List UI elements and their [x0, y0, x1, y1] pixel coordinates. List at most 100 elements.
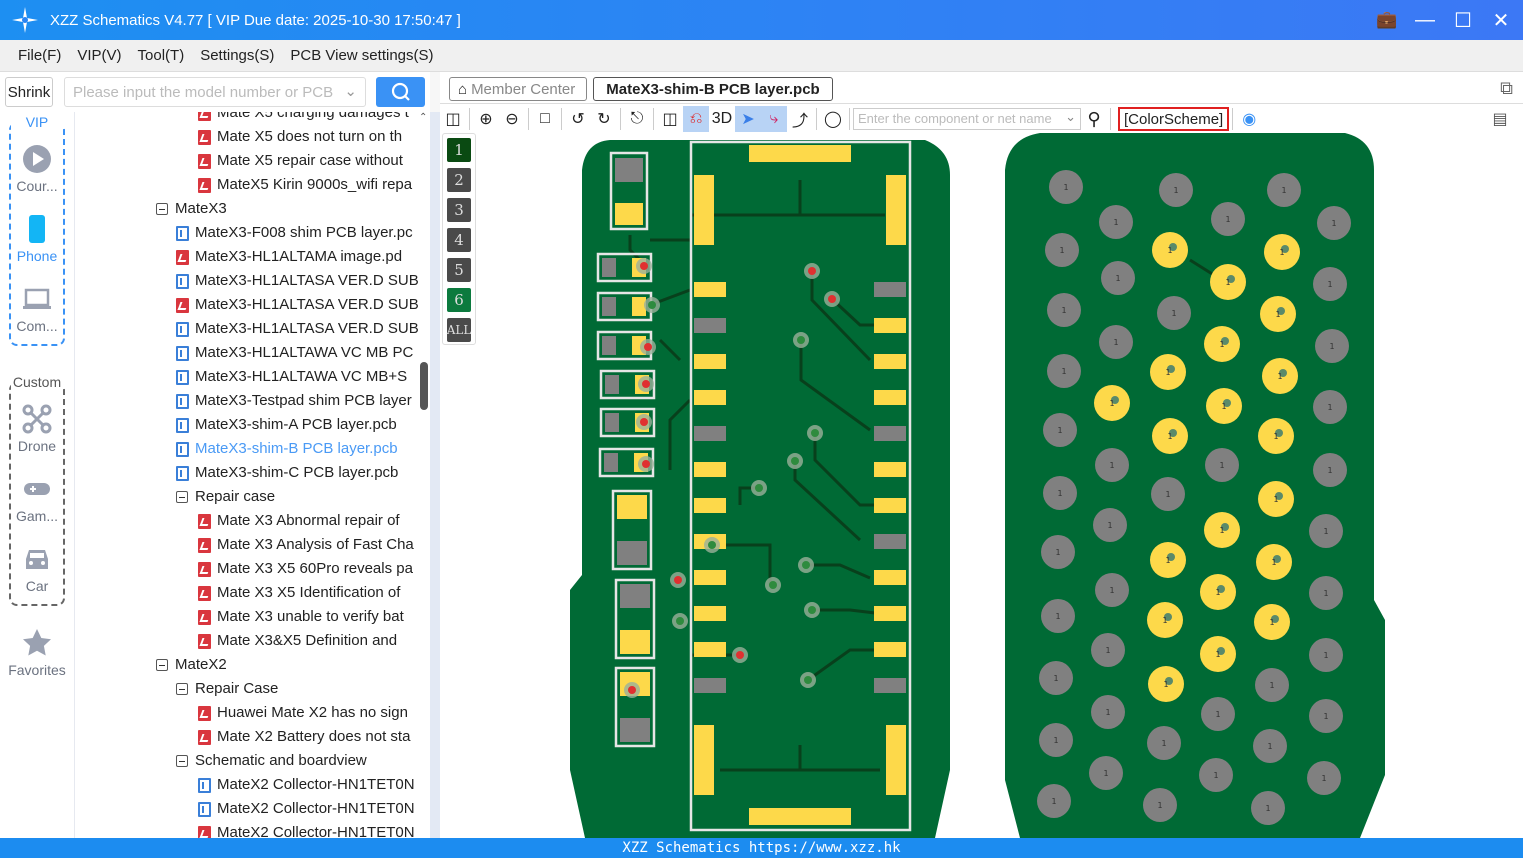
- tree-file[interactable]: MateX3-HL1ALTASA VER.D SUB: [176, 317, 419, 341]
- tree-item-label: MateX3-HL1ALTAWA VC MB PC: [195, 344, 414, 361]
- menu-file[interactable]: File(F): [18, 47, 62, 64]
- component-outline: [614, 578, 656, 660]
- color-scheme-button[interactable]: [ColorScheme]: [1118, 107, 1230, 131]
- menu-vip[interactable]: VIP(V): [77, 47, 122, 64]
- menu-tool[interactable]: Tool(T): [137, 47, 185, 64]
- split-view-icon[interactable]: ◫: [445, 111, 461, 128]
- tree-file[interactable]: Mate X3 X5 60Pro reveals pa: [198, 557, 413, 581]
- tree-file[interactable]: MateX2 Collector-HN1TET0N: [198, 773, 415, 797]
- mouse-icon[interactable]: ◯: [824, 111, 842, 128]
- nav-phone[interactable]: Phone: [0, 214, 74, 264]
- collapse-icon[interactable]: [176, 683, 188, 695]
- layer-button-3[interactable]: 3: [447, 198, 471, 222]
- curve-icon[interactable]: ⤴: [791, 113, 808, 130]
- pcb-pad-round: [1041, 535, 1075, 569]
- pcb-pad: [602, 297, 616, 316]
- search-button[interactable]: [376, 77, 425, 107]
- menu-pcb-view-settings[interactable]: PCB View settings(S): [290, 47, 434, 64]
- pcb-via-center: [797, 336, 805, 344]
- nav-drone[interactable]: Drone: [0, 404, 74, 454]
- shrink-button[interactable]: Shrink: [5, 77, 53, 107]
- component-search-input[interactable]: Enter the component or net name⌄: [853, 108, 1081, 130]
- panel-splitter[interactable]: [430, 112, 440, 838]
- tree-file[interactable]: Mate X5 does not turn on th: [198, 125, 402, 149]
- tree-scrollbar[interactable]: ⌃: [419, 112, 430, 838]
- layer-button-1[interactable]: 1: [447, 138, 471, 162]
- maximize-button[interactable]: ☐: [1454, 9, 1472, 32]
- pdf-file-icon: [198, 609, 211, 625]
- rotate-right-icon[interactable]: ↻: [597, 111, 611, 128]
- tree-file[interactable]: MateX5 Kirin 9000s_wifi repa: [198, 173, 412, 197]
- tree-file[interactable]: MateX3-HL1ALTASA VER.D SUB: [176, 269, 419, 293]
- nav-courses[interactable]: Cour...: [0, 144, 74, 194]
- close-button[interactable]: ✕: [1492, 9, 1510, 32]
- 3d-button[interactable]: 3D: [711, 110, 733, 127]
- tree-folder[interactable]: Schematic and boardview: [176, 749, 367, 773]
- tree-file[interactable]: MateX3-HL1ALTAMA image.pd: [176, 245, 402, 269]
- chevron-down-icon[interactable]: ⌄: [344, 83, 357, 100]
- tab-member-center[interactable]: ⌂Member Center: [449, 77, 587, 101]
- menu-settings[interactable]: Settings(S): [200, 47, 275, 64]
- tree-file[interactable]: MateX3-HL1ALTAWA VC MB+S: [176, 365, 407, 389]
- tree-file[interactable]: Mate X3 Abnormal repair of: [198, 509, 400, 533]
- tree-file[interactable]: MateX2 Collector-HN1TET0N: [198, 797, 415, 821]
- tree-file[interactable]: MateX3-HL1ALTASA VER.D SUB: [176, 293, 419, 317]
- pcb-pad-round: [1039, 723, 1073, 757]
- layer-button-4[interactable]: 4: [447, 228, 471, 252]
- chevron-down-icon[interactable]: ⌄: [1065, 109, 1076, 124]
- pcb-pad: [874, 354, 906, 369]
- tree-file[interactable]: Mate X5 repair case without: [198, 149, 403, 173]
- layer-button-6[interactable]: 6: [447, 288, 471, 312]
- model-search-input[interactable]: Please input the model number or PCB⌄: [64, 77, 366, 107]
- nav-favorites[interactable]: Favorites: [0, 628, 74, 678]
- tree-file[interactable]: MateX3-shim-C PCB layer.pcb: [176, 461, 398, 485]
- net-trace-icon[interactable]: ⤷: [761, 106, 787, 132]
- nav-computer[interactable]: Com...: [0, 284, 74, 334]
- layer-button-all[interactable]: ALL: [447, 318, 471, 342]
- fit-view-icon[interactable]: □: [540, 110, 550, 127]
- zoom-in-icon[interactable]: ⊕: [479, 111, 493, 128]
- layer-button-5[interactable]: 5: [447, 258, 471, 282]
- nav-gaming[interactable]: Gam...: [0, 474, 74, 524]
- tree-file[interactable]: Mate X3 Analysis of Fast Cha: [198, 533, 414, 557]
- tree-folder[interactable]: Repair Case: [176, 677, 278, 701]
- restore-panel-icon[interactable]: ⧉: [1500, 78, 1513, 98]
- collapse-icon[interactable]: [176, 755, 188, 767]
- diode-icon[interactable]: ➤: [735, 106, 761, 132]
- tree-file[interactable]: MateX3-F008 shim PCB layer.pc: [176, 221, 413, 245]
- scrollbar-thumb[interactable]: [420, 362, 428, 410]
- tree-file[interactable]: MateX3-shim-A PCB layer.pcb: [176, 413, 397, 437]
- mirror-icon[interactable]: ◫: [662, 111, 678, 128]
- rotate-left-icon[interactable]: ↺: [571, 111, 585, 128]
- eye-icon[interactable]: ◉: [1242, 111, 1257, 128]
- tree-folder[interactable]: Repair case: [176, 485, 275, 509]
- collapse-icon[interactable]: [176, 491, 188, 503]
- light-icon[interactable]: ⎌: [683, 106, 709, 132]
- tab-active-file[interactable]: MateX3-shim-B PCB layer.pcb: [593, 77, 833, 101]
- tree-file[interactable]: Mate X5 charging damages t: [198, 112, 409, 125]
- search-icon[interactable]: ⚲: [1087, 108, 1101, 129]
- layer-button-2[interactable]: 2: [447, 168, 471, 192]
- tree-file[interactable]: MateX3-Testpad shim PCB layer: [176, 389, 412, 413]
- minimize-button[interactable]: —: [1415, 8, 1435, 31]
- tree-folder[interactable]: MateX2: [156, 653, 227, 677]
- tree-file[interactable]: Huawei Mate X2 has no sign: [198, 701, 408, 725]
- tree-file[interactable]: MateX3-shim-B PCB layer.pcb: [176, 437, 398, 461]
- zoom-out-icon[interactable]: ⊖: [505, 111, 519, 128]
- collapse-icon[interactable]: [156, 659, 168, 671]
- briefcase-icon[interactable]: 💼: [1376, 10, 1398, 29]
- tree-file[interactable]: Mate X3&X5 Definition and: [198, 629, 397, 653]
- collapse-icon[interactable]: [156, 203, 168, 215]
- tree-file[interactable]: Mate X3 unable to verify bat: [198, 605, 404, 629]
- tree-folder[interactable]: MateX3: [156, 197, 227, 221]
- nav-car[interactable]: Car: [0, 544, 74, 594]
- paint-roller-icon[interactable]: ⎋: [630, 110, 644, 127]
- tree-file[interactable]: Mate X2 Battery does not sta: [198, 725, 410, 749]
- side-panel-icon[interactable]: ▤: [1492, 111, 1508, 128]
- tree-file[interactable]: MateX2 Collector-HN1TET0N: [198, 821, 415, 838]
- tree-file[interactable]: Mate X3 X5 Identification of: [198, 581, 400, 605]
- star-icon: [23, 629, 51, 656]
- scroll-up-icon[interactable]: ⌃: [419, 112, 428, 123]
- tree-file[interactable]: MateX3-HL1ALTAWA VC MB PC: [176, 341, 413, 365]
